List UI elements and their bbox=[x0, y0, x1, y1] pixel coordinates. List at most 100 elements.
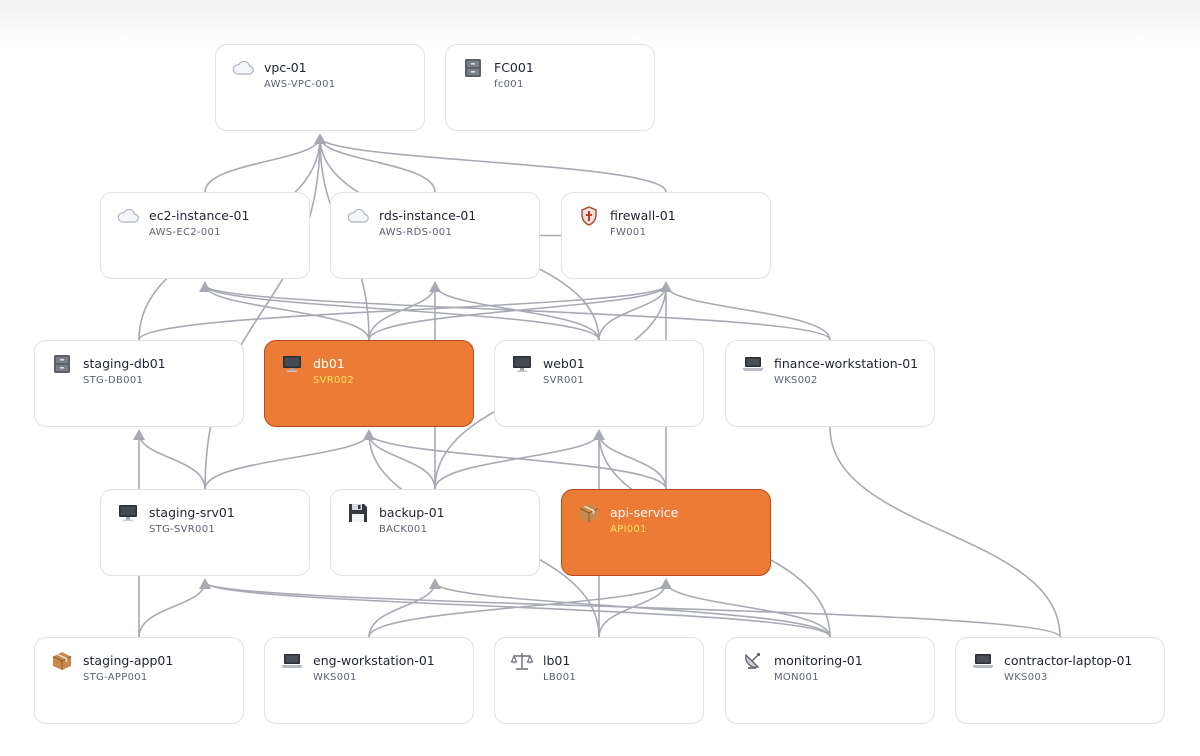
arrowhead-fw bbox=[660, 281, 672, 292]
edge-stgsrv-to-stgdb bbox=[138, 432, 206, 490]
node-code: STG-DB001 bbox=[83, 375, 144, 386]
edge-ec2-to-vpc01 bbox=[204, 136, 321, 193]
node-name: ec2-instance-01 bbox=[149, 208, 250, 223]
node-code: WKS003 bbox=[1004, 672, 1048, 683]
monitor-icon bbox=[511, 353, 533, 375]
node-web01[interactable]: web01 SVR001 bbox=[494, 340, 704, 427]
file-cabinet-icon bbox=[462, 57, 484, 79]
package-icon bbox=[51, 650, 73, 672]
edge-api-to-web01 bbox=[598, 432, 667, 490]
edge-contractor-to-stgsrv bbox=[204, 581, 1061, 638]
node-name: eng-workstation-01 bbox=[313, 653, 435, 668]
node-code: fc001 bbox=[494, 79, 524, 90]
node-finance-workstation-01[interactable]: finance-workstation-01 WKS002 bbox=[725, 340, 935, 427]
node-code: AWS-VPC-001 bbox=[264, 79, 336, 90]
package-icon bbox=[578, 502, 600, 524]
node-staging-db01[interactable]: staging-db01 STG-DB001 bbox=[34, 340, 244, 427]
cloud-icon bbox=[117, 205, 139, 227]
node-name: contractor-laptop-01 bbox=[1004, 653, 1133, 668]
arrowhead-db01 bbox=[363, 429, 375, 440]
node-name: lb01 bbox=[543, 653, 571, 668]
laptop-icon bbox=[742, 353, 764, 375]
cloud-icon bbox=[347, 205, 369, 227]
node-name: firewall-01 bbox=[610, 208, 676, 223]
top-shadow bbox=[0, 0, 1200, 48]
edge-web01-to-rds bbox=[434, 284, 600, 341]
node-code: WKS002 bbox=[774, 375, 818, 386]
edge-backup-to-db01 bbox=[368, 432, 436, 490]
node-name: staging-app01 bbox=[83, 653, 174, 668]
node-name: finance-workstation-01 bbox=[774, 356, 919, 371]
arrowhead-ec2 bbox=[199, 281, 211, 292]
arrowhead-stgdb bbox=[133, 429, 145, 440]
floppy-disk-icon bbox=[347, 502, 369, 524]
node-name: api-service bbox=[610, 505, 679, 520]
edge-web01-to-ec2 bbox=[204, 284, 600, 341]
node-backup-01[interactable]: backup-01 BACK001 bbox=[330, 489, 540, 576]
edge-mon-to-api bbox=[665, 581, 831, 638]
node-staging-app01[interactable]: staging-app01 STG-APP001 bbox=[34, 637, 244, 724]
edge-rds-to-vpc01 bbox=[319, 136, 436, 193]
edge-stgapp-to-stgsrv bbox=[138, 581, 206, 638]
arrowhead-backup bbox=[429, 578, 441, 589]
node-rds-instance-01[interactable]: rds-instance-01 AWS-RDS-001 bbox=[330, 192, 540, 279]
arrowhead-stgsrv bbox=[199, 578, 211, 589]
edge-stgsrv-to-db01 bbox=[204, 432, 370, 490]
node-api-service[interactable]: api-service API001 bbox=[561, 489, 771, 576]
arrowhead-vpc01 bbox=[314, 133, 326, 144]
monitor-icon bbox=[117, 502, 139, 524]
edge-db01-to-fw bbox=[368, 284, 667, 341]
node-name: rds-instance-01 bbox=[379, 208, 477, 223]
edge-db01-to-ec2 bbox=[204, 284, 370, 341]
node-monitoring-01[interactable]: monitoring-01 MON001 bbox=[725, 637, 935, 724]
node-code: API001 bbox=[610, 524, 647, 535]
edge-fin-to-contractor bbox=[829, 426, 1061, 638]
node-name: staging-db01 bbox=[83, 356, 166, 371]
edge-mon-to-backup bbox=[434, 581, 831, 638]
cloud-icon bbox=[232, 57, 254, 79]
node-code: FW001 bbox=[610, 227, 647, 238]
node-name: vpc-01 bbox=[264, 60, 307, 75]
node-code: STG-APP001 bbox=[83, 672, 148, 683]
node-fc001[interactable]: FC001 fc001 bbox=[445, 44, 655, 131]
node-code: AWS-RDS-001 bbox=[379, 227, 453, 238]
file-cabinet-icon bbox=[51, 353, 73, 375]
node-db01[interactable]: db01 SVR002 bbox=[264, 340, 474, 427]
edge-fw-to-vpc01 bbox=[319, 136, 667, 193]
node-lb01[interactable]: lb01 LB001 bbox=[494, 637, 704, 724]
balance-scale-icon bbox=[511, 650, 533, 672]
node-code: AWS-EC2-001 bbox=[149, 227, 221, 238]
node-code: SVR002 bbox=[313, 375, 355, 386]
node-firewall-01[interactable]: firewall-01 FW001 bbox=[561, 192, 771, 279]
node-name: web01 bbox=[543, 356, 585, 371]
monitor-icon bbox=[281, 353, 303, 375]
laptop-icon bbox=[972, 650, 994, 672]
node-name: FC001 bbox=[494, 60, 534, 75]
node-code: STG-SVR001 bbox=[149, 524, 216, 535]
node-vpc-01[interactable]: vpc-01 AWS-VPC-001 bbox=[215, 44, 425, 131]
node-code: WKS001 bbox=[313, 672, 357, 683]
arrowhead-api bbox=[660, 578, 672, 589]
arrowhead-rds bbox=[429, 281, 441, 292]
node-code: SVR001 bbox=[543, 375, 585, 386]
edge-fin-to-fw bbox=[665, 284, 831, 341]
shield-icon bbox=[578, 205, 600, 227]
node-name: monitoring-01 bbox=[774, 653, 863, 668]
edge-backup-to-web01 bbox=[434, 432, 600, 490]
edge-mon-to-stgsrv bbox=[204, 581, 831, 638]
arrowhead-web01 bbox=[593, 429, 605, 440]
node-contractor-laptop-01[interactable]: contractor-laptop-01 WKS003 bbox=[955, 637, 1165, 724]
edge-eng-to-api bbox=[368, 581, 667, 638]
node-staging-srv01[interactable]: staging-srv01 STG-SVR001 bbox=[100, 489, 310, 576]
edge-web01-to-fw bbox=[598, 284, 667, 341]
node-name: staging-srv01 bbox=[149, 505, 235, 520]
node-code: LB001 bbox=[543, 672, 577, 683]
node-eng-workstation-01[interactable]: eng-workstation-01 WKS001 bbox=[264, 637, 474, 724]
laptop-icon bbox=[281, 650, 303, 672]
node-code: BACK001 bbox=[379, 524, 428, 535]
satellite-dish-icon bbox=[742, 650, 764, 672]
node-name: backup-01 bbox=[379, 505, 445, 520]
node-code: MON001 bbox=[774, 672, 819, 683]
node-ec2-instance-01[interactable]: ec2-instance-01 AWS-EC2-001 bbox=[100, 192, 310, 279]
node-name: db01 bbox=[313, 356, 345, 371]
